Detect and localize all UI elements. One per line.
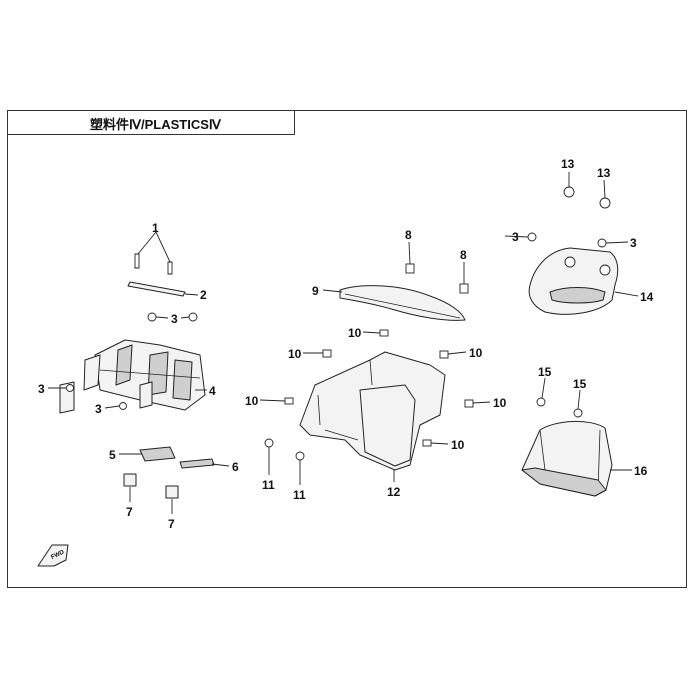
callout-labels: 1 2 3 3 3 3 3 4 5 6 7 7 8 8 9 10 10 10 1… <box>38 157 654 531</box>
callout-15: 15 <box>573 377 587 391</box>
diagram-title: 塑料件Ⅳ/PLASTICSⅣ <box>90 117 221 132</box>
part-8-screws <box>405 263 469 294</box>
part-15-screws <box>536 397 583 418</box>
callout-8: 8 <box>405 228 412 242</box>
callout-8: 8 <box>460 248 467 262</box>
callout-3: 3 <box>171 312 178 326</box>
callout-12: 12 <box>387 485 401 499</box>
callout-3: 3 <box>38 382 45 396</box>
part-7-blocks <box>123 473 179 499</box>
callout-10: 10 <box>288 347 302 361</box>
callout-13: 13 <box>561 157 575 171</box>
part-9-top-cover <box>339 285 466 321</box>
part-11-screws <box>264 438 305 461</box>
callout-5: 5 <box>109 448 116 462</box>
callout-15: 15 <box>538 365 552 379</box>
fwd-label: FWD <box>50 549 66 560</box>
part-4-bracket <box>59 339 206 414</box>
part-10-clips <box>284 329 474 447</box>
part-16-housing <box>521 420 613 497</box>
part-14-housing <box>528 247 619 315</box>
callout-2: 2 <box>200 288 207 302</box>
callout-3: 3 <box>630 236 637 250</box>
drawing-frame <box>7 110 687 588</box>
title-box <box>7 110 295 135</box>
callout-3: 3 <box>512 230 519 244</box>
part-5-pad <box>139 446 176 462</box>
leader-lines <box>48 172 639 514</box>
part-3-screws-left <box>66 312 198 410</box>
callout-7: 7 <box>168 517 175 531</box>
callout-10: 10 <box>245 394 259 408</box>
part-1-screws <box>134 253 173 275</box>
callout-7: 7 <box>126 505 133 519</box>
callout-10: 10 <box>348 326 362 340</box>
callout-10: 10 <box>469 346 483 360</box>
callout-10: 10 <box>493 396 507 410</box>
part-2-plate <box>127 281 186 297</box>
callout-11: 11 <box>262 478 275 492</box>
callout-3: 3 <box>95 402 102 416</box>
callout-9: 9 <box>312 284 319 298</box>
callout-16: 16 <box>634 464 648 478</box>
part-6-strip <box>179 458 215 469</box>
fwd-arrow-icon <box>37 544 69 567</box>
callout-13: 13 <box>597 166 611 180</box>
callout-11: 11 <box>293 488 306 502</box>
callout-6: 6 <box>232 460 239 474</box>
callout-4: 4 <box>209 384 216 398</box>
part-12-box <box>299 351 446 471</box>
part-13-screws <box>563 186 611 209</box>
callout-14: 14 <box>640 290 654 304</box>
part-3-screws-right <box>527 232 607 248</box>
callout-1: 1 <box>152 221 159 235</box>
callout-10: 10 <box>451 438 465 452</box>
